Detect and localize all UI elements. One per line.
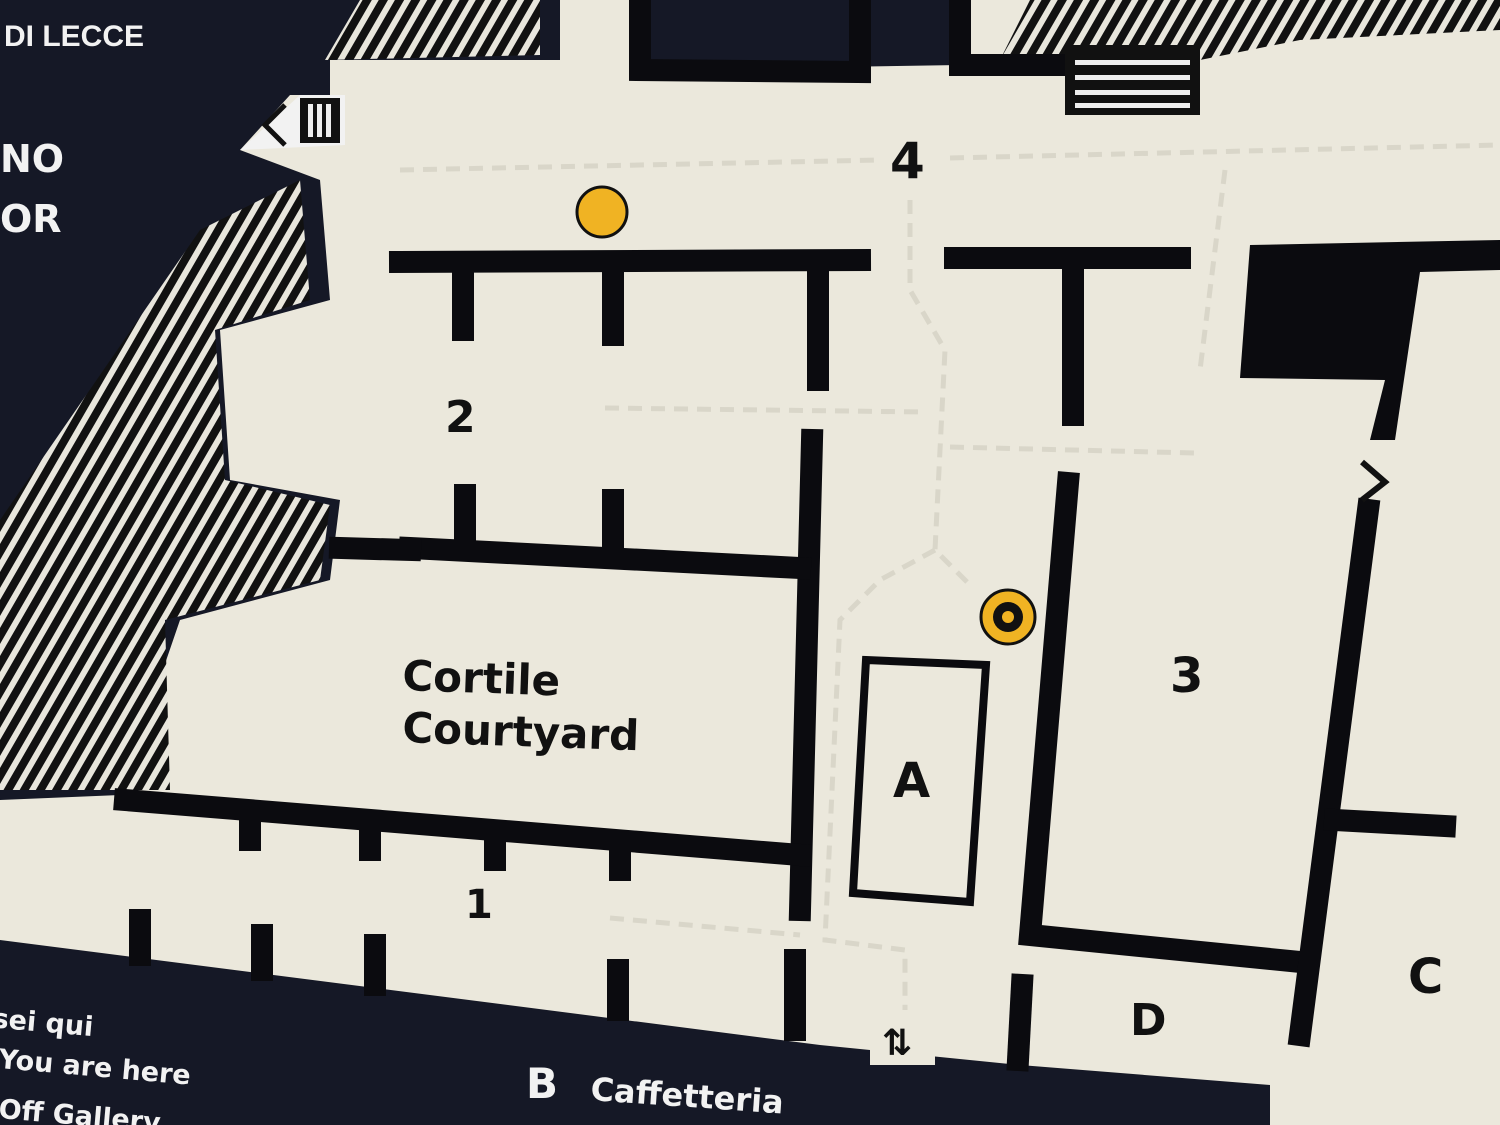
legend-you-are-here-it: sei qui — [0, 1003, 95, 1043]
tactile-paths — [399, 142, 1500, 1010]
room-label-3: 3 — [1170, 648, 1203, 704]
legend-you-are-here-en: You are here — [0, 1044, 192, 1092]
you-are-here-marker-icon — [979, 588, 1037, 646]
hatched-area-left — [0, 180, 330, 790]
hatched-area-top — [325, 0, 540, 60]
room-label-c: C — [1408, 949, 1443, 1005]
room-a-outline — [848, 655, 991, 907]
floor-title-line1: NO — [0, 137, 64, 181]
stairs-top-icon — [1065, 45, 1200, 115]
floor-title-line2: OR — [0, 197, 62, 241]
elevator-arrows-icon: ⇅ — [870, 1010, 935, 1065]
courtyard-label-en: Courtyard — [402, 703, 640, 760]
room-label-2: 2 — [445, 392, 476, 443]
point-marker-icon — [575, 185, 629, 239]
room-label-1: 1 — [465, 882, 493, 928]
stairs-icon — [300, 98, 340, 143]
courtyard-label-it: Cortile — [402, 651, 561, 705]
walls — [113, 0, 1500, 1072]
right-arrow-icon — [1360, 459, 1390, 503]
room-label-a: A — [893, 753, 930, 809]
museum-title: DI LECCE — [4, 20, 144, 53]
legend-b-label: Caffetteria — [589, 1070, 785, 1121]
legend-off-gallery: Off Gallery — [0, 1094, 162, 1125]
room-label-d: D — [1130, 995, 1167, 1046]
legend-b-letter: B — [526, 1059, 558, 1108]
svg-text:⇅: ⇅ — [882, 1023, 912, 1064]
room-label-4: 4 — [890, 132, 925, 190]
